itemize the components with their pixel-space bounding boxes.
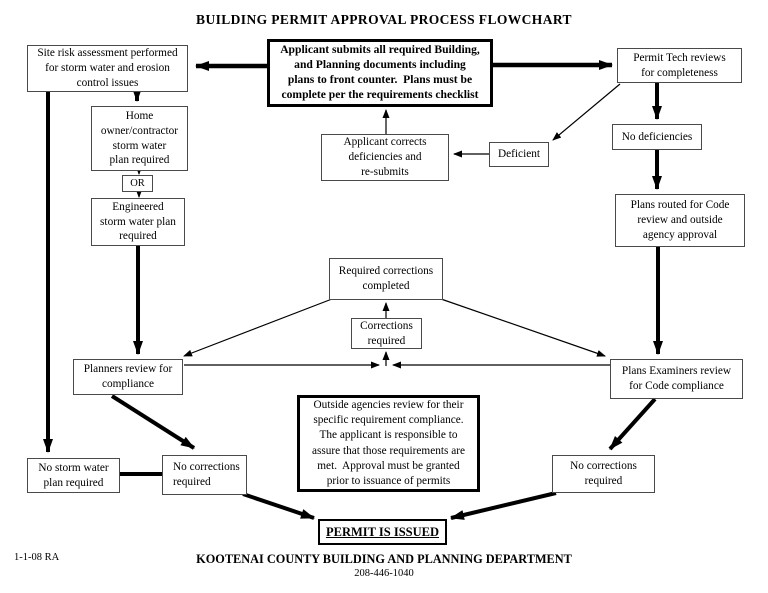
- node-planners-review: Planners review for compliance: [73, 359, 183, 395]
- node-site-risk-assessment: Site risk assessment performed for storm…: [27, 45, 188, 92]
- node-outside-agencies-note: Outside agencies review for their specif…: [297, 395, 480, 492]
- node-home-owner-plan: Home owner/contractor storm water plan r…: [91, 106, 188, 171]
- arrow-plans-examiners-to-no-corrections-right: [608, 397, 657, 451]
- node-plans-examiners-review: Plans Examiners review for Code complian…: [610, 359, 743, 399]
- node-permit-issued: PERMIT IS ISSUED: [318, 519, 447, 545]
- revision-label: 1-1-08 RA: [14, 552, 60, 563]
- node-applicant-submits: Applicant submits all required Building,…: [267, 39, 493, 107]
- node-no-corrections-left: No corrections required: [162, 455, 247, 495]
- arrow-required-corrections-to-planners: [183, 298, 333, 357]
- node-required-corrections-completed: Required corrections completed: [329, 258, 443, 300]
- phone-number: 208-446-1040: [354, 568, 414, 579]
- node-applicant-corrects: Applicant corrects deficiencies and re-s…: [321, 134, 449, 181]
- node-no-deficiencies: No deficiencies: [612, 124, 702, 150]
- node-no-storm-water-plan: No storm water plan required: [27, 458, 120, 493]
- node-engineered-plan: Engineered storm water plan required: [91, 198, 185, 246]
- page-title: BUILDING PERMIT APPROVAL PROCESS FLOWCHA…: [196, 12, 572, 27]
- node-permit-tech-reviews: Permit Tech reviews for completeness: [617, 48, 742, 83]
- arrow-no-corrections-right-to-permit: [450, 491, 557, 520]
- arrow-no-corrections-left-to-permit: [242, 492, 315, 520]
- arrow-permit-tech-to-deficient: [552, 83, 621, 141]
- arrow-planners-to-no-corrections-left: [110, 394, 196, 450]
- arrow-required-corrections-to-plans-examiners: [440, 298, 606, 357]
- node-corrections-required: Corrections required: [351, 318, 422, 349]
- node-deficient: Deficient: [489, 142, 549, 167]
- node-or: OR: [122, 175, 153, 192]
- department-name: KOOTENAI COUNTY BUILDING AND PLANNING DE…: [196, 552, 572, 566]
- node-plans-routed: Plans routed for Code review and outside…: [615, 194, 745, 247]
- node-no-corrections-right: No corrections required: [552, 455, 655, 493]
